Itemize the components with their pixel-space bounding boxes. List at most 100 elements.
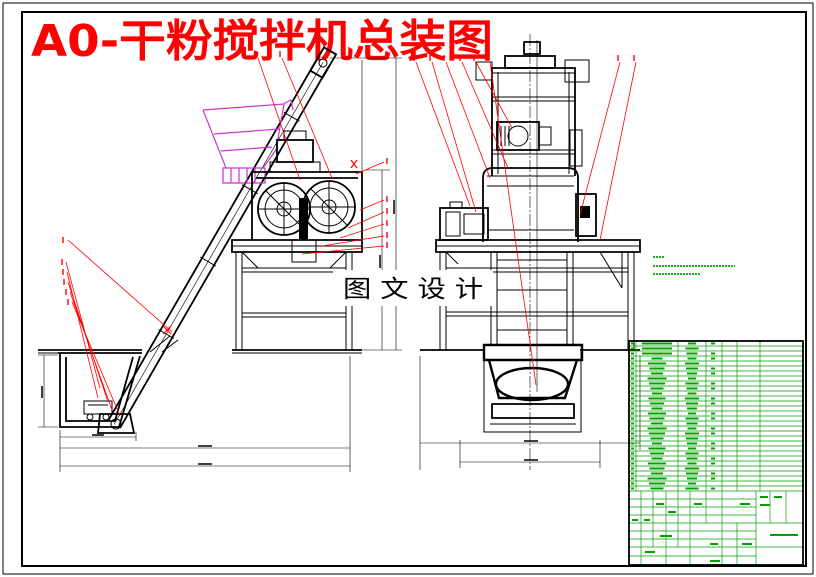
parts-list-item-name bbox=[688, 412, 696, 415]
parts-list-item-quantity bbox=[711, 357, 715, 360]
left-gearbox-cap bbox=[449, 201, 463, 209]
notes-illegible-text bbox=[653, 256, 735, 275]
front-view-dimension-lines bbox=[419, 356, 641, 470]
parts-list-item-code bbox=[652, 392, 662, 395]
parts-list-item-code bbox=[642, 347, 672, 350]
left-gearbox-motor bbox=[445, 211, 461, 237]
parts-list-item-code bbox=[651, 407, 663, 410]
parts-list-item-code bbox=[650, 402, 664, 405]
front-view-leader-lines bbox=[415, 61, 637, 386]
parts-list-item-quantity bbox=[711, 387, 715, 390]
parts-list-item-name bbox=[688, 377, 696, 380]
parts-list-item-number bbox=[631, 392, 634, 395]
parts-list-item-number bbox=[631, 407, 634, 410]
parts-list-item-number bbox=[631, 372, 634, 375]
parts-list-item-name bbox=[688, 342, 696, 345]
parts-list-item-number bbox=[631, 432, 634, 435]
technical-requirements-notes bbox=[653, 256, 735, 275]
parts-list-item-number bbox=[631, 477, 634, 480]
title-block-illegible-text bbox=[668, 511, 676, 513]
parts-list-item-number bbox=[631, 422, 634, 425]
drive-motor-pulley bbox=[507, 125, 529, 147]
side-view-platform bbox=[231, 239, 363, 253]
parts-list-item-code bbox=[650, 387, 664, 390]
front-view-inner-posts bbox=[490, 252, 574, 346]
parts-list-item-name bbox=[687, 442, 697, 445]
parts-list-item-name bbox=[687, 477, 697, 480]
parts-list-item-code bbox=[649, 367, 665, 370]
front-view-gusset bbox=[445, 251, 623, 289]
parts-list-item-number bbox=[631, 482, 634, 485]
parts-list-item-name bbox=[687, 407, 697, 410]
parts-list-item-name bbox=[686, 472, 698, 475]
conveyor-boot-pulley bbox=[110, 418, 122, 430]
drive-motor-fins bbox=[500, 126, 510, 146]
side-view-frame-legs bbox=[235, 252, 353, 350]
side-view-gusset bbox=[241, 251, 347, 269]
gear-reducer bbox=[276, 139, 314, 163]
parts-list-item-quantity bbox=[711, 412, 715, 415]
parts-list-item-name bbox=[688, 482, 696, 485]
drawing-title: A0-干粉搅拌机总装图 bbox=[31, 16, 493, 67]
conveyor-head-pulley bbox=[318, 58, 328, 68]
conveyor-section-markers bbox=[162, 159, 358, 335]
bin-cart-base bbox=[491, 403, 575, 419]
hopper-outlet bbox=[222, 167, 266, 184]
parts-list-item-code bbox=[650, 437, 664, 440]
parts-list-item-number bbox=[631, 377, 634, 380]
parts-list-item-number bbox=[631, 382, 634, 385]
parts-list-item-number bbox=[631, 437, 634, 440]
parts-list-item-name bbox=[686, 422, 698, 425]
parts-list-item-quantity bbox=[711, 477, 715, 480]
parts-list-item-quantity bbox=[711, 417, 715, 420]
title-block-illegible-text bbox=[632, 519, 638, 521]
reducer-mount bbox=[269, 161, 321, 173]
parts-list-item-code bbox=[648, 412, 666, 415]
ground-feed-bin bbox=[58, 352, 142, 428]
title-block-illegible-text bbox=[760, 496, 768, 498]
front-view-platform bbox=[435, 239, 641, 253]
parts-list-item-quantity bbox=[711, 372, 715, 375]
parts-list-item-quantity bbox=[711, 342, 715, 345]
title-block-illegible-text bbox=[644, 519, 650, 521]
parts-list-item-name bbox=[687, 392, 697, 395]
parts-list-item-code bbox=[648, 462, 666, 465]
parts-list-item-name bbox=[685, 347, 699, 350]
left-gearbox-housing bbox=[463, 213, 485, 235]
parts-list-item-quantity bbox=[711, 462, 715, 465]
right-bearing-housing bbox=[575, 193, 597, 237]
top-drive-frame-inner bbox=[492, 72, 575, 174]
parts-list-item-number bbox=[631, 442, 634, 445]
bin-cart-wheels bbox=[494, 366, 570, 402]
title-block-illegible-text bbox=[742, 543, 752, 545]
parts-list-item-number bbox=[631, 457, 634, 460]
parts-list-item-number bbox=[631, 387, 634, 390]
parts-list-item-code bbox=[651, 457, 663, 460]
parts-list-item-name bbox=[685, 432, 699, 435]
parts-list-item-code bbox=[648, 447, 666, 450]
parts-list-item-name bbox=[685, 417, 699, 420]
front-view-part-numbers bbox=[413, 55, 635, 61]
screw-conveyor-centerline bbox=[113, 62, 324, 425]
parts-list-item-name bbox=[687, 372, 697, 375]
parts-list-item-name bbox=[687, 357, 697, 360]
title-block-border bbox=[628, 340, 804, 566]
parts-list-item-name bbox=[686, 387, 698, 390]
parts-list-item-name bbox=[686, 402, 698, 405]
parts-list-item-number bbox=[631, 452, 634, 455]
parts-list-item-number bbox=[631, 357, 634, 360]
parts-list-item-code bbox=[650, 487, 664, 490]
parts-list-item-code bbox=[647, 377, 667, 380]
parts-list-item-code bbox=[642, 342, 672, 345]
parts-list-item-name bbox=[688, 447, 696, 450]
parts-list-item-name bbox=[686, 352, 698, 355]
cart-wheel bbox=[86, 413, 94, 421]
parts-list-item-number bbox=[631, 417, 634, 420]
top-motor-cap bbox=[523, 41, 541, 55]
parts-list-item-code bbox=[647, 477, 667, 480]
parts-list-item-name bbox=[685, 487, 699, 490]
title-block-illegible-text bbox=[645, 551, 655, 553]
mixer-feed-hopper bbox=[202, 99, 294, 169]
parts-list-item-code bbox=[649, 432, 665, 435]
parts-list-item-quantity bbox=[711, 487, 715, 490]
